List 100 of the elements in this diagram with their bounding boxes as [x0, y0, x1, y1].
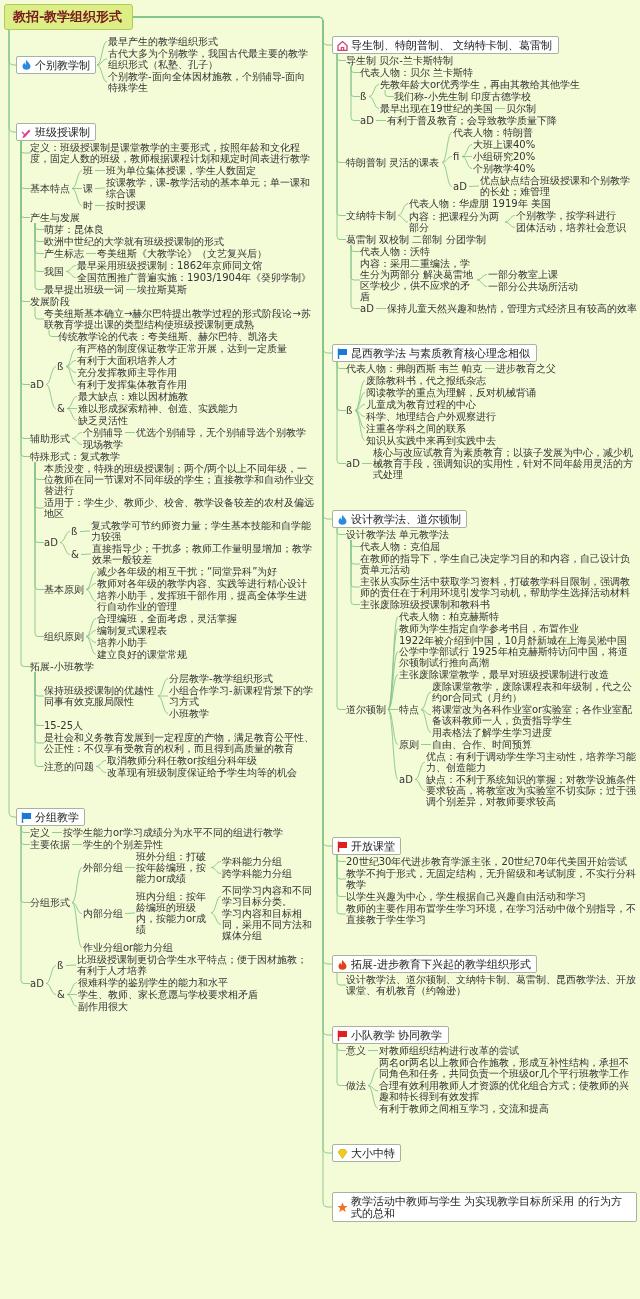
- branch-text: 阅读教学的重点为理解，反对机械背诵: [366, 387, 537, 398]
- branch-text: 教师的主要作用布置学生学习环境，在学习活动中做个别指导，不直接教于学生学习: [346, 903, 637, 925]
- connector-line: [96, 64, 108, 83]
- branch-text: 文纳特卡制: [346, 210, 397, 221]
- branch-text: 缺点：不利于系统知识的掌握；对教学设施条件要求较高，将教室改为实验室不切实际；过于强调个别差异，对教师要求较高: [426, 774, 637, 807]
- connector-line: [387, 709, 399, 710]
- connector-line: [124, 432, 136, 433]
- connector-line: [367, 1085, 379, 1092]
- branch-text: 主张从实际生活中获取学习资料，打破教学科目限制，强调教师的责任在于利用环境引发学习动机，帮助学生选择活动材料: [360, 576, 637, 598]
- connector-line: [210, 861, 222, 868]
- connector-line: [94, 187, 106, 189]
- connector-line: [34, 461, 45, 637]
- branch-text: 有利于大面积培养人才: [77, 355, 178, 366]
- connector-line: [34, 671, 45, 767]
- branch-text: 不同学习内容和不同学习目标分类。: [222, 885, 314, 907]
- branch-text: 设计教学法 单元教学法: [346, 529, 451, 540]
- branch-text: aD: [30, 977, 45, 989]
- connector-line: [71, 902, 83, 948]
- connector-line: [66, 994, 78, 995]
- topic-label: 班级授课制: [35, 126, 90, 138]
- branch-text: 班内分组：按年龄编班的班级内，按能力or成绩: [136, 891, 210, 935]
- branch-text: 1922年被介绍到中国，10月舒新城在上海吴淞中国公学中学部试行 1925年柏克赫斯特访问中国，将道尔顿制试行推向高潮: [399, 635, 637, 668]
- connector-line: [85, 636, 97, 643]
- branch-text: aD: [360, 115, 375, 126]
- connector-line: [66, 408, 78, 421]
- topic-box: [332, 1144, 401, 1162]
- branch-text: 小班教学: [169, 708, 210, 719]
- branch-text: 个别教学，按学科进行: [516, 210, 617, 221]
- branch-text: 个别教学40%: [473, 163, 537, 174]
- connector-line: [336, 854, 347, 915]
- central-topic-box: 教招-教学组织形式: [4, 4, 133, 30]
- topic-box: [332, 1026, 449, 1044]
- branch-text: ß: [346, 405, 354, 416]
- connector-line: [45, 983, 57, 995]
- branch-text: 班: [83, 165, 94, 176]
- connector-line: [66, 396, 78, 409]
- branch-text: &: [57, 403, 66, 414]
- branch-text: 导生制 贝尔-兰卡斯特制: [346, 55, 454, 66]
- connector-line: [354, 410, 366, 429]
- branch-text: 教师为学生指定自学参考书目，布置作业: [399, 623, 580, 634]
- branch-text: 我们称-小先生制 印度古德学校: [394, 91, 532, 102]
- branch-text: ß: [57, 361, 65, 372]
- branch-text: 教学不拘于形式，无固定结构，无升留级和考试制度，不实行分科教学: [346, 868, 637, 890]
- branch-text: 编制复式课程表: [97, 625, 168, 636]
- connector-line: [157, 695, 169, 714]
- branch-text: 优点缺点结合班级授课和个别教学的长处；难管理: [480, 175, 637, 197]
- branch-text: &: [71, 548, 80, 560]
- branch-text: aD: [30, 379, 45, 390]
- connector-line: [71, 170, 83, 189]
- branch-text: 最大缺点：难以因材施教: [78, 391, 189, 402]
- branch-text: 主张废除课堂教学，最早对班级授课制进行改造: [399, 669, 610, 680]
- branch-text: 道尔顿制: [346, 703, 387, 715]
- branch-text: 注重各学科之间的联系: [366, 423, 467, 434]
- branch-text: 我国: [44, 266, 65, 277]
- connector-line: [85, 253, 97, 254]
- branch-text: 合理编班，全面考虑，灵活掌握: [97, 613, 238, 624]
- branch-text: 有利于普及教育；会导致教学质量下降: [387, 115, 558, 126]
- connector-line: [387, 709, 399, 780]
- connector-line: [354, 392, 366, 411]
- connector-line: [375, 308, 387, 309]
- branch-text: 基本特点: [30, 182, 71, 194]
- branch-text: 在教师的指导下，学生自己决定学习目的和内容，自己设计负责单元活动: [360, 553, 637, 575]
- topic-label: 设计教学法、道尔顿制: [351, 513, 461, 525]
- connector-line: [461, 156, 473, 157]
- branch-text: 团体活动，培养社会意识: [516, 222, 627, 233]
- connector-line: [397, 215, 409, 223]
- connector-line: [384, 89, 395, 97]
- branch-text: 最早采用班级授课制：1862年京师同文馆: [77, 260, 264, 271]
- branch-text: 两名or两名以上教师合作施教，形成互补性结构，承担不同角色和任务，共同负责一个班级or几个平行班教学工作: [379, 1057, 637, 1079]
- branch-text: 有利于教师之间相互学习，交流和提高: [379, 1103, 550, 1114]
- connector-line: [387, 651, 399, 710]
- branch-text: ß: [360, 91, 368, 102]
- branch-text: 分组形式: [30, 896, 71, 908]
- branch-text: 充分发挥教师主导作用: [77, 367, 178, 378]
- branch-text: 有利于发挥集体教育作用: [77, 379, 188, 390]
- branch-text: 直接指导少；干扰多；教师工作量明显增加；教学效果一般较差: [92, 543, 314, 565]
- connector-line: [95, 760, 107, 767]
- branch-text: 定义：班级授课制是课堂教学的主要形式，按照年龄和文化程度，固定人数的班级，教师根据课程计划和规定时间表进行教学: [30, 142, 314, 164]
- branch-text: aD: [44, 537, 59, 548]
- branch-text: 15-25人: [44, 720, 85, 731]
- branch-text: aD: [346, 458, 361, 469]
- branch-text: 教师对各年级的教学内容、实践等进行精心设计: [97, 578, 308, 589]
- connector-line: [420, 691, 432, 710]
- branch-text: aD: [399, 773, 414, 785]
- branch-text: 跨学科能力分组: [222, 868, 293, 879]
- connector-line: [461, 156, 473, 169]
- branch-text: 先教年龄大or优秀学生，再由其教给其他学生: [380, 79, 582, 90]
- connector-line: [20, 825, 31, 984]
- branch-text: 埃拉斯莫斯: [137, 284, 188, 295]
- topic-label: 开放课堂: [351, 840, 395, 852]
- branch-text: 科学、地理结合户外观察进行: [366, 411, 497, 422]
- connector-line: [71, 867, 83, 903]
- branch-text: 代表人物：克伯屈: [360, 541, 441, 552]
- branch-text: 小组合作学习-新课程背景下的学习方式: [169, 685, 314, 707]
- connector-line: [375, 120, 387, 121]
- branch-text: 核心与改应试教育为素质教育；以孩子发展为中心，减少机械教育手段，强调知识的实用性，针对不同年龄用灵活的方式处理: [373, 447, 637, 480]
- connector-line: [336, 527, 347, 710]
- topic-box: [332, 510, 467, 528]
- topic-label: 昆西教学法 与素质教育核心理念相似: [351, 347, 531, 359]
- connector-line: [45, 965, 57, 984]
